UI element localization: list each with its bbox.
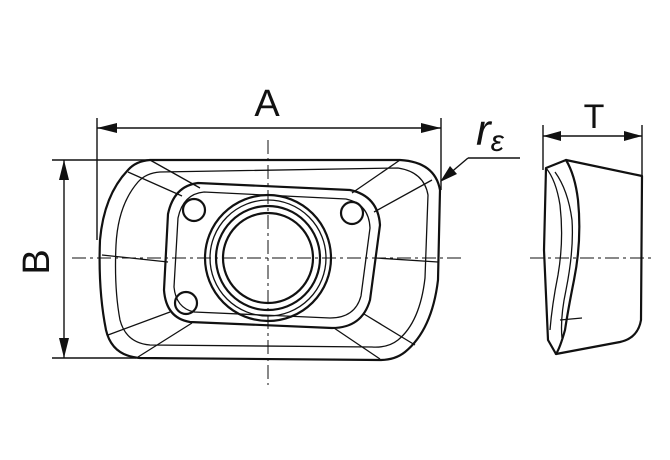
insert-outer-contour — [98, 158, 442, 362]
insert-clamping-pad-inner — [173, 191, 371, 319]
side-view-relief-face-2 — [554, 171, 574, 339]
dimension-b-label: B — [16, 249, 58, 274]
location-hole-top-left — [181, 197, 207, 223]
dimension-t-arrow-left — [543, 131, 561, 141]
insert-side-view — [542, 158, 644, 356]
facet-line-bottom-left — [107, 311, 171, 336]
facet-line-top-left — [149, 159, 201, 189]
facet-line-bottom-right-2 — [363, 313, 416, 346]
facet-line-top-left-2 — [127, 171, 183, 197]
side-view-outline — [542, 158, 644, 356]
corner-radius-label: rε — [476, 106, 505, 158]
side-view-relief-face — [545, 167, 563, 331]
side-view-chamfer-bottom — [559, 317, 583, 321]
location-hole-top-right — [339, 200, 365, 226]
insert-clamping-pad — [162, 181, 382, 330]
facet-line-top-right — [351, 159, 401, 194]
corner-radius-callout: rε — [440, 106, 520, 182]
corner-radius-symbol: r — [476, 106, 493, 155]
dimension-b: B — [16, 159, 148, 359]
facet-line-bottom-right — [333, 327, 381, 360]
dimension-a-label: A — [254, 83, 280, 125]
side-view-cutting-edge — [554, 158, 581, 356]
dimension-a-arrow-right — [421, 123, 441, 133]
dimension-a: A — [96, 83, 442, 240]
corner-radius-subscript: ε — [491, 125, 505, 158]
dimension-b-arrow-top — [59, 160, 69, 180]
facet-line-bottom-left-2 — [137, 322, 193, 358]
insert-inner-contour — [114, 167, 429, 348]
location-hole-bottom-left — [173, 290, 199, 316]
insert-top-view — [98, 158, 442, 362]
dimension-t-arrow-right — [624, 131, 642, 141]
facet-line-mid-right — [375, 257, 439, 263]
dimension-b-arrow-bottom — [59, 338, 69, 358]
dimension-a-arrow-left — [97, 123, 117, 133]
corner-radius-arrow — [440, 166, 457, 182]
facet-line-top-right-2 — [373, 179, 433, 213]
dimension-t: T — [542, 98, 643, 178]
dimension-t-label: T — [584, 98, 605, 136]
